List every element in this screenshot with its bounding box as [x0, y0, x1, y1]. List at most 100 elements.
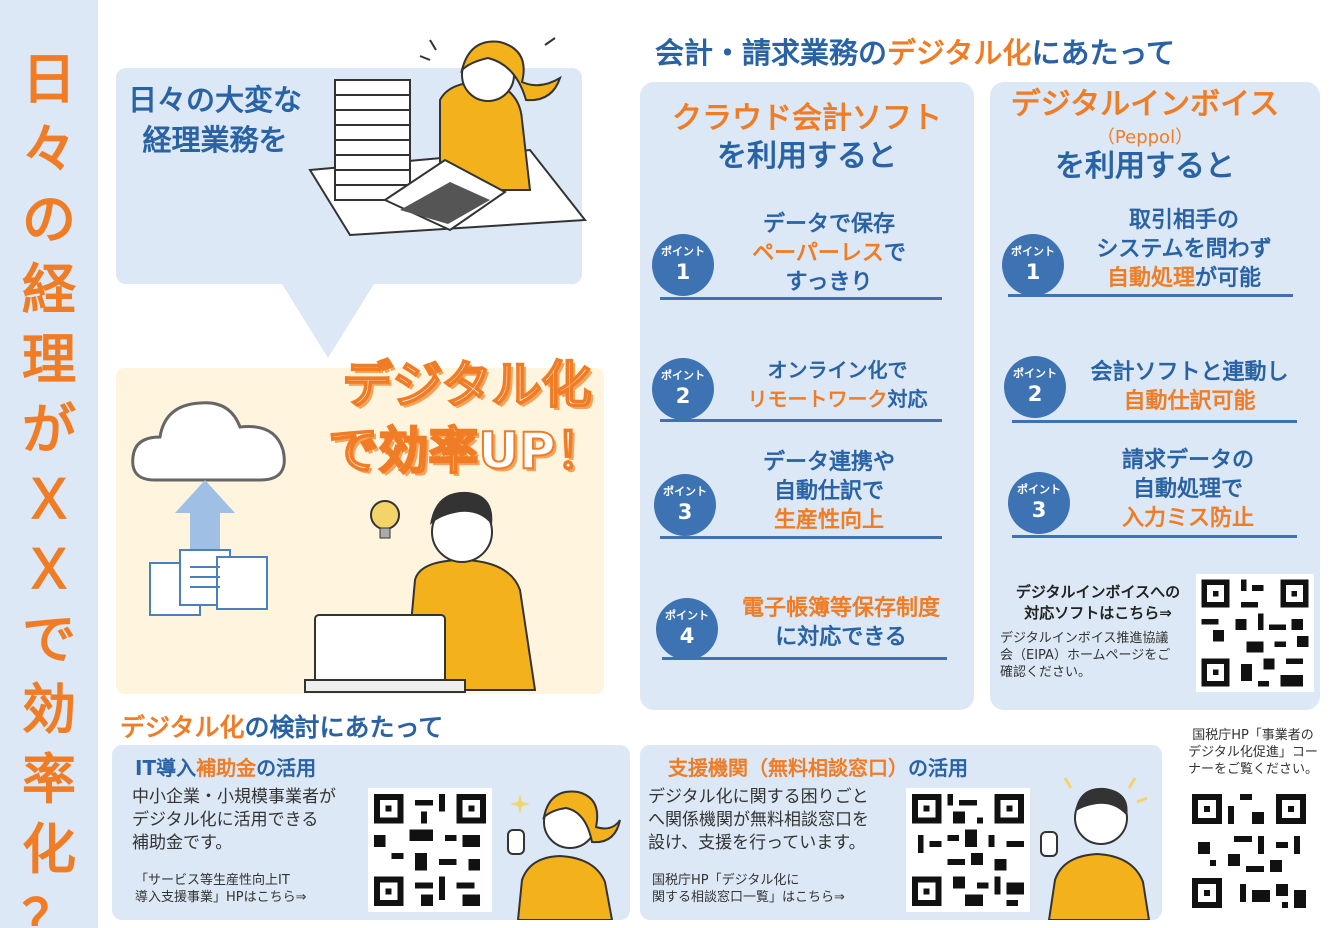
point-suffix: で: [883, 241, 906, 266]
bubble-line: 経理業務を: [142, 123, 288, 157]
consideration-heading: デジタル化の検討にあたって: [120, 708, 443, 744]
nta-qr-code[interactable]: [1186, 788, 1312, 914]
point-badge: ポイント 4: [656, 598, 718, 660]
badge-label: ポイント: [661, 369, 705, 382]
support-agency-qr-code[interactable]: [906, 788, 1030, 912]
point-line: に対応できる: [775, 625, 907, 650]
point-line: 自動処理で: [1132, 477, 1243, 502]
link-line: 導入支援事業」HPはこちら⇒: [135, 890, 307, 905]
badge-number: 2: [675, 384, 691, 408]
it-subsidy-text: 中小企業・小規模事業者が デジタル化に活用できる 補助金です。: [132, 786, 362, 855]
invoice-note: デジタルインボイス推進協議 会（EIPA）ホームページをご 確認ください。: [1000, 630, 1195, 681]
point-line: すっきり: [785, 270, 873, 295]
bubble-line: 日々の大変な: [128, 83, 303, 117]
text-line: へ関係機関が無料相談窓口を: [648, 810, 869, 830]
link-line: 「サービス等生産性向上IT: [135, 873, 290, 888]
point-line: データ連携や: [762, 450, 895, 475]
point-text: データ連携や 自動仕訳で 生産性向上: [715, 448, 943, 535]
point-underline: [662, 657, 947, 660]
badge-number: 3: [677, 500, 693, 524]
vtitle-char: 経: [22, 258, 76, 321]
invoice-software-link[interactable]: デジタルインボイスへの 対応ソフトはこちら⇒: [998, 582, 1198, 624]
point-text: データで保存 ペーパーレスで すっきり: [715, 210, 943, 297]
vtitle-char: ？: [22, 888, 76, 928]
point-line: 会計ソフトと連動し: [1090, 360, 1289, 385]
point-line: データで保存: [762, 212, 895, 237]
vtitle-char: Ｘ: [22, 538, 76, 601]
speech-bubble-tail: [282, 284, 374, 358]
support-agency-link[interactable]: 国税庁HP「デジタル化に 関する相談窓口一覧」はこちら⇒: [652, 872, 902, 906]
point-line: オンライン化で: [767, 358, 908, 382]
it-subsidy-link[interactable]: 「サービス等生産性向上IT 導入支援事業」HPはこちら⇒: [135, 872, 360, 906]
point-highlight: リモートワーク: [747, 387, 888, 411]
note-line: ナーをご覧ください。: [1187, 762, 1318, 777]
slogan: デジタル化 で効率UP！: [322, 352, 612, 484]
point-text: 取引相手の システムを問わず 自動処理が可能: [1068, 206, 1300, 293]
point-highlight: 電子帳簿等保存制度: [741, 596, 940, 621]
main-heading-a: 会計・請求業務の: [655, 36, 888, 70]
invoice-panel-peppol: （Peppol）: [1096, 127, 1194, 148]
point-underline: [1008, 294, 1293, 297]
point-underline: [1012, 420, 1297, 423]
vertical-title: 日 々 の 経 理 が Ｘ Ｘ で 効 率 化 ？: [8, 45, 90, 928]
badge-number: 1: [1025, 260, 1041, 284]
thumbs-up-woman-illustration: [507, 790, 621, 920]
point-badge: ポイント 2: [652, 358, 714, 420]
title-part: IT導入: [135, 756, 197, 780]
point-line: 自動仕訳で: [773, 479, 884, 504]
main-heading-b: デジタル化: [887, 36, 1032, 70]
eipa-qr-code[interactable]: [1196, 574, 1314, 692]
point-underline: [660, 297, 942, 300]
text-line: デジタル化に関する困りごと: [648, 787, 869, 807]
text-line: 設け、支援を行っています。: [648, 833, 866, 853]
working-man-illustration: [304, 491, 537, 693]
heading-rest: の検討にあたって: [244, 713, 444, 742]
link-line: 関する相談窓口一覧」はこちら⇒: [652, 890, 845, 905]
point-line: リモートワーク対応: [715, 385, 960, 414]
point-highlight: 自動処理: [1106, 266, 1195, 291]
cloud-panel-subtitle: を利用すると: [717, 139, 897, 174]
invoice-panel-subtitle: を利用すると: [1055, 149, 1235, 184]
point-badge: ポイント 3: [654, 474, 716, 536]
main-heading-c: にあたって: [1031, 36, 1175, 70]
point-badge: ポイント 3: [1008, 472, 1070, 534]
qr-code-icon: [1186, 788, 1312, 914]
title-part: の活用: [256, 756, 317, 780]
note-line: デジタルインボイス推進協議: [1000, 631, 1169, 646]
point-underline: [1012, 535, 1297, 538]
it-subsidy-qr-code[interactable]: [368, 788, 492, 912]
link-line: デジタルインボイスへの: [1015, 583, 1181, 601]
point-suffix: 対応: [887, 387, 928, 411]
note-line: 会（EIPA）ホームページをご: [1000, 648, 1171, 663]
point-highlight: 生産性向上: [773, 508, 884, 533]
vtitle-char: の: [22, 188, 76, 251]
note-line: デジタル化促進」コー: [1188, 745, 1318, 760]
badge-number: 2: [1027, 382, 1043, 406]
point-line: システムを問わず: [1096, 237, 1272, 262]
point-badge: ポイント 1: [652, 234, 714, 296]
support-agency-text: デジタル化に関する困りごと へ関係機関が無料相談窓口を 設け、支援を行っています…: [648, 786, 903, 855]
qr-code-icon: [368, 788, 492, 912]
point-underline: [660, 419, 942, 422]
point-line: 自動処理が可能: [1068, 264, 1300, 293]
vtitle-char: で: [22, 608, 76, 671]
text-line: 補助金です。: [132, 833, 233, 853]
point-highlight: 入力ミス防止: [1121, 506, 1254, 531]
point-highlight: 自動仕訳可能: [1123, 389, 1256, 414]
badge-label: ポイント: [1017, 483, 1061, 496]
slogan-line: で効率UP！: [327, 421, 606, 481]
point-text: 請求データの 自動処理で 入力ミス防止: [1072, 446, 1304, 533]
cloud-panel-title: クラウド会計ソフト: [672, 101, 942, 136]
badge-label: ポイント: [1013, 367, 1057, 380]
cloud-upload-illustration: [131, 401, 286, 616]
vtitle-char: が: [22, 398, 76, 461]
title-highlight: 補助金: [196, 756, 257, 780]
thumbs-up-man-illustration: [1040, 777, 1151, 920]
link-line: 対応ソフトはこちら⇒: [1024, 604, 1172, 622]
point-line: 請求データの: [1121, 448, 1254, 473]
left-title-strip: [0, 0, 98, 928]
text-line: デジタル化に活用できる: [132, 810, 319, 830]
it-subsidy-title: IT導入補助金の活用: [135, 752, 316, 781]
badge-number: 3: [1031, 498, 1047, 522]
vtitle-char: 効: [22, 678, 76, 741]
